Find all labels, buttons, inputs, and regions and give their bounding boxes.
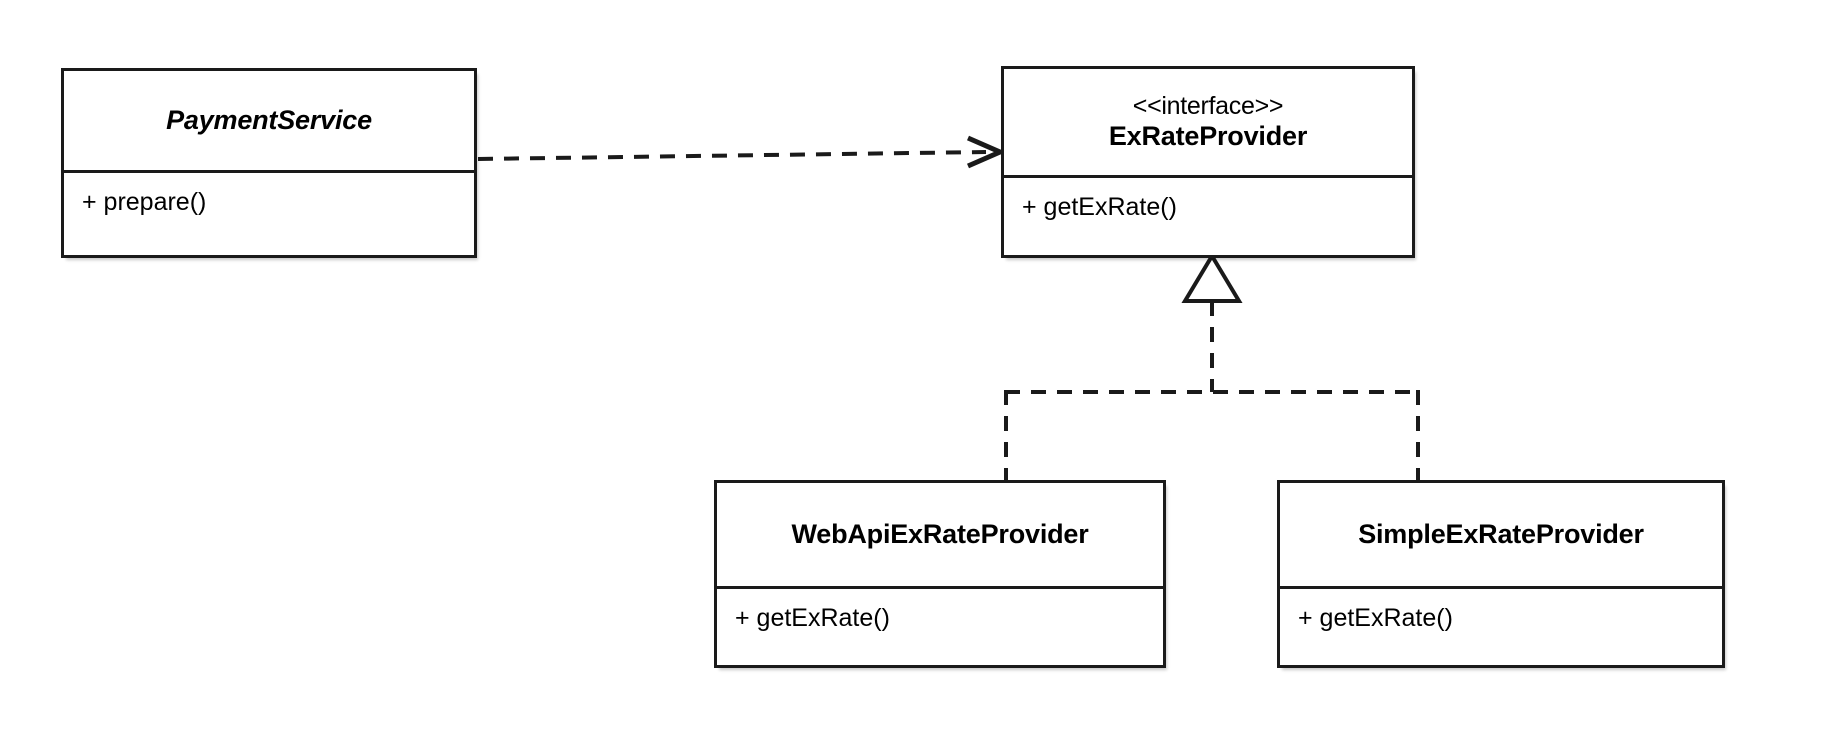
class-box-simple-ex-rate-provider[interactable]: SimpleExRateProvider + getExRate() xyxy=(1277,480,1725,668)
class-header-payment-service: PaymentService xyxy=(64,71,474,173)
class-title-simple-ex-rate-provider: SimpleExRateProvider xyxy=(1358,518,1644,549)
class-members-ex-rate-provider: + getExRate() xyxy=(1004,178,1412,255)
dependency-line xyxy=(477,150,987,161)
class-title-web-api-ex-rate-provider: WebApiExRateProvider xyxy=(791,518,1089,549)
class-header-ex-rate-provider: <<interface>> ExRateProvider xyxy=(1004,69,1412,178)
class-box-ex-rate-provider[interactable]: <<interface>> ExRateProvider + getExRate… xyxy=(1001,66,1415,258)
class-members-payment-service: + prepare() xyxy=(64,173,474,255)
class-box-web-api-ex-rate-provider[interactable]: WebApiExRateProvider + getExRate() xyxy=(714,480,1166,668)
class-header-web-api-ex-rate-provider: WebApiExRateProvider xyxy=(717,483,1163,589)
class-header-simple-ex-rate-provider: SimpleExRateProvider xyxy=(1280,483,1722,589)
member-get-ex-rate: + getExRate() xyxy=(1298,604,1453,632)
class-members-simple-ex-rate-provider: + getExRate() xyxy=(1280,589,1722,665)
class-members-web-api-ex-rate-provider: + getExRate() xyxy=(717,589,1163,665)
class-title-ex-rate-provider: ExRateProvider xyxy=(1108,120,1308,151)
dependency-paymentservice-to-exrateprovider xyxy=(477,135,1007,169)
realization-to-exrateprovider xyxy=(1004,252,1420,480)
stereotype-interface: <<interface>> xyxy=(1132,91,1284,120)
member-prepare: + prepare() xyxy=(82,188,207,216)
realization-hollow-triangle xyxy=(1181,252,1243,303)
class-box-payment-service[interactable]: PaymentService + prepare() xyxy=(61,68,477,258)
class-title-payment-service: PaymentService xyxy=(166,104,372,135)
member-get-ex-rate: + getExRate() xyxy=(735,604,890,632)
dependency-open-arrowhead xyxy=(966,135,1007,169)
member-get-ex-rate: + getExRate() xyxy=(1022,193,1177,221)
